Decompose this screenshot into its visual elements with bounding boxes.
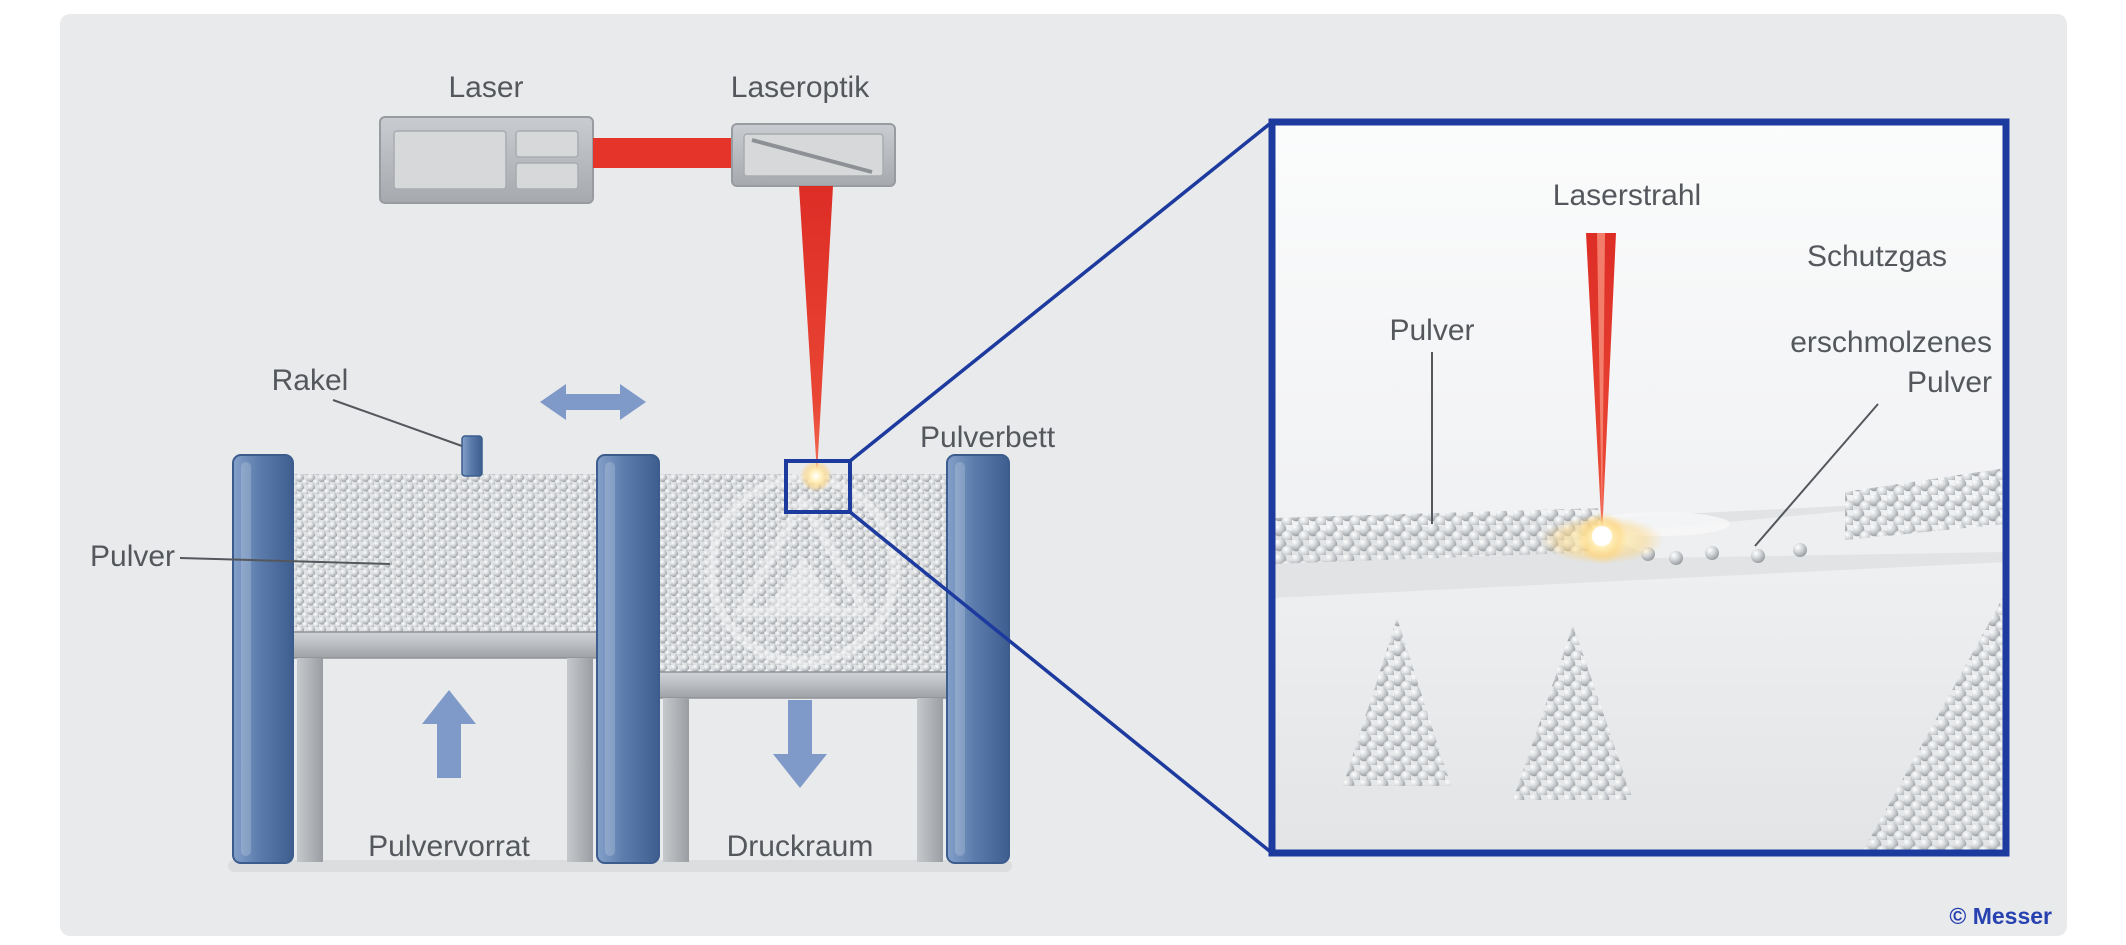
laser-panel-top [515,130,579,158]
inset-view: Laserstrahl Schutzgas Pulver erschmolzen… [1268,118,2010,857]
mirror-line [751,138,873,174]
laser-beam-cone [799,186,833,474]
rakel-label: Rakel [272,364,349,397]
melt-glow-core [1592,526,1612,546]
platform-right [658,671,948,699]
callout-line-top [848,120,1274,463]
powder-corner-pile [1862,592,2006,853]
laser-panel-bottom [515,162,579,190]
powder-row [1272,508,1601,564]
powder-pyramid-b [1513,625,1633,800]
pulvervorrat-label: Pulvervorrat [368,830,530,863]
stray-powder-particle [1669,551,1683,565]
rakel-leader-line [332,399,463,447]
beam-focus-glow [800,460,832,492]
stray-powder-particle [1751,549,1765,563]
inset-laser-beam-core [1597,233,1605,528]
pulver-label: Pulver [90,540,175,573]
inset-frame [1268,118,2010,857]
pillar-left [232,454,294,864]
stray-powder-particle [1705,546,1719,560]
machine-shadow [228,860,1012,872]
logo-watermark-inner-triangle [768,556,838,608]
beam-horizontal [593,138,733,168]
schutzgas-label: Schutzgas [1807,240,1947,273]
laser-panel-main [393,130,507,190]
pillar-middle [596,454,660,864]
erschmolzenes-pulver-label-line1: erschmolzenes [1790,326,1992,359]
laserstrahl-label: Laserstrahl [1553,179,1701,212]
laser-label: Laser [448,71,523,104]
stray-powder-particle [1793,543,1807,557]
pillar-middle-highlight [605,462,615,856]
logo-watermark-triangle [735,495,871,617]
powder-strip-right [1845,468,2006,540]
platform-left-leg-a [297,658,323,862]
magnifier-callout [784,120,1274,855]
platform-left-leg-b [567,658,593,862]
laser-unit: Laser Laseroptik [379,71,896,492]
pulver-leader-line [179,557,391,565]
erschmolzenes-pulver-label-line2: Pulver [1907,366,1992,399]
pillar-left-highlight [241,462,251,856]
laseroptik-label: Laseroptik [731,71,870,104]
druckraum-label: Druckraum [727,830,874,863]
platform-left [292,631,598,659]
credit: © Messer [1949,903,2052,929]
platform-right-leg-a [663,698,689,862]
arrow-horizontal-icon [540,384,646,420]
inset-pulver-label: Pulver [1389,314,1474,347]
printer-machine: Rakel Pulver Pulvervorrat Druckraum Pulv… [90,364,1056,872]
callout-square [784,459,852,514]
callout-line-bottom [848,510,1274,855]
platform-right-leg-b [917,698,943,862]
powder-pyramid-a [1343,618,1451,786]
powder-supply-block [293,474,597,634]
arrow-down-icon [773,700,827,788]
erschmolzenes-leader-line [1754,403,1879,547]
arrow-up-icon [422,690,476,778]
recoater-blade [461,435,483,477]
pillar-right-highlight [955,462,965,856]
pulverbett-label: Pulverbett [920,421,1056,454]
pillar-right [946,454,1010,864]
